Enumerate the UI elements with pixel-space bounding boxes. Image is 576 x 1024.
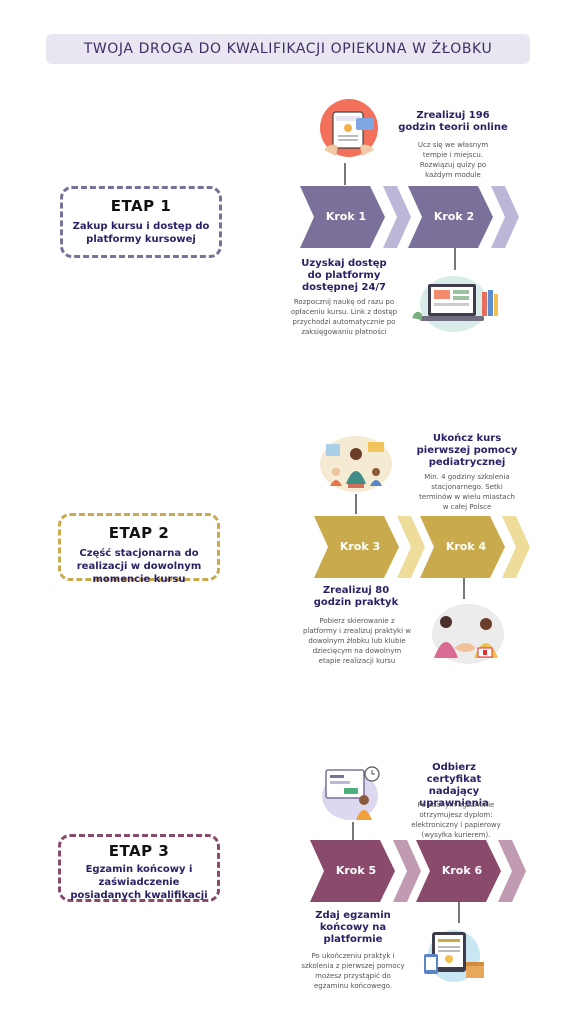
connector-3 bbox=[355, 494, 357, 514]
stage-1-title: ETAP 1 bbox=[110, 197, 172, 215]
connector-5 bbox=[352, 822, 354, 842]
laptop-study-illustration bbox=[412, 276, 498, 332]
step-5-arrow-light bbox=[393, 840, 421, 902]
step-5-chevron bbox=[310, 840, 395, 902]
step-6-label: Krok 6 bbox=[441, 864, 483, 877]
step-2-arrow-light bbox=[491, 186, 519, 248]
step-6-title: Odbierz certyfikat nadający uprawnienia bbox=[419, 762, 489, 809]
step-6-arrow-light bbox=[498, 840, 526, 902]
stage-3-title: ETAP 3 bbox=[108, 842, 170, 860]
step-4-chevron bbox=[420, 516, 505, 578]
connector-1 bbox=[344, 163, 346, 185]
teacher-children-illustration bbox=[320, 436, 392, 492]
step-2-title: Zrealizuj 196 godzin teorii online bbox=[398, 110, 508, 133]
step-3-title: Zrealizuj 80 godzin praktyk bbox=[313, 585, 399, 608]
tablet-welcome-illustration bbox=[320, 99, 378, 157]
step-6-desc: Po zdanym egzaminie otrzymujesz dyplom: … bbox=[411, 801, 501, 839]
connector-2 bbox=[454, 248, 456, 270]
stage-1-subtitle: Zakup kursu i dostęp do platformy kursow… bbox=[72, 221, 210, 245]
stage-2-title: ETAP 2 bbox=[108, 524, 170, 542]
stage-3-box: ETAP 3 Egzamin końcowy i zaświadczenie p… bbox=[58, 834, 220, 902]
step-3-desc: Pobierz skierowanie z platformy i zreali… bbox=[303, 617, 411, 665]
step-2-chevron bbox=[408, 186, 493, 248]
connector-4 bbox=[463, 577, 465, 599]
step-5-title: Zdaj egzamin końcowy na platformie bbox=[315, 910, 391, 945]
stage-3-subtitle: Egzamin końcowy i zaświadczenie posiadan… bbox=[70, 864, 208, 901]
step-4-desc: Min. 4 godziny szkolenia stacjonarnego. … bbox=[419, 473, 515, 511]
step-1-label: Krok 1 bbox=[325, 210, 367, 223]
step-2-desc: Ucz się we własnym tempie i miejscu. Roz… bbox=[417, 141, 489, 179]
stage-2-subtitle: Część stacjonarna do realizacji w dowoln… bbox=[76, 548, 202, 585]
step-6-chevron bbox=[416, 840, 501, 902]
step-2-label: Krok 2 bbox=[433, 210, 475, 223]
step-1-chevron bbox=[300, 186, 385, 248]
step-1-title: Uzyskaj dostęp do platformy dostępnej 24… bbox=[301, 258, 387, 293]
page-title-box: TWOJA DROGA DO KWALIFIKACJI OPIEKUNA W Ż… bbox=[46, 34, 530, 64]
step-1-desc: Rozpocznij naukę od razu po opłaceniu ku… bbox=[290, 298, 398, 336]
page-title: TWOJA DROGA DO KWALIFIKACJI OPIEKUNA W Ż… bbox=[83, 41, 493, 57]
step-4-arrow-light bbox=[502, 516, 530, 578]
step-1-arrow-light bbox=[383, 186, 411, 248]
first-aid-training-illustration bbox=[432, 604, 504, 664]
connector-6 bbox=[458, 901, 460, 923]
step-5-desc: Po ukończeniu praktyk i szkolenia z pier… bbox=[301, 952, 405, 990]
stage-1-box: ETAP 1 Zakup kursu i dostęp do platformy… bbox=[60, 186, 222, 258]
step-3-label: Krok 3 bbox=[339, 540, 381, 553]
online-exam-illustration bbox=[322, 766, 380, 820]
step-3-chevron bbox=[314, 516, 399, 578]
step-4-title: Ukończ kurs pierwszej pomocy pediatryczn… bbox=[416, 433, 518, 468]
step-3-arrow-light bbox=[397, 516, 425, 578]
step-5-label: Krok 5 bbox=[335, 864, 377, 877]
certificate-delivery-illustration bbox=[424, 930, 484, 982]
step-4-label: Krok 4 bbox=[445, 540, 487, 553]
stage-2-box: ETAP 2 Część stacjonarna do realizacji w… bbox=[58, 513, 220, 585]
